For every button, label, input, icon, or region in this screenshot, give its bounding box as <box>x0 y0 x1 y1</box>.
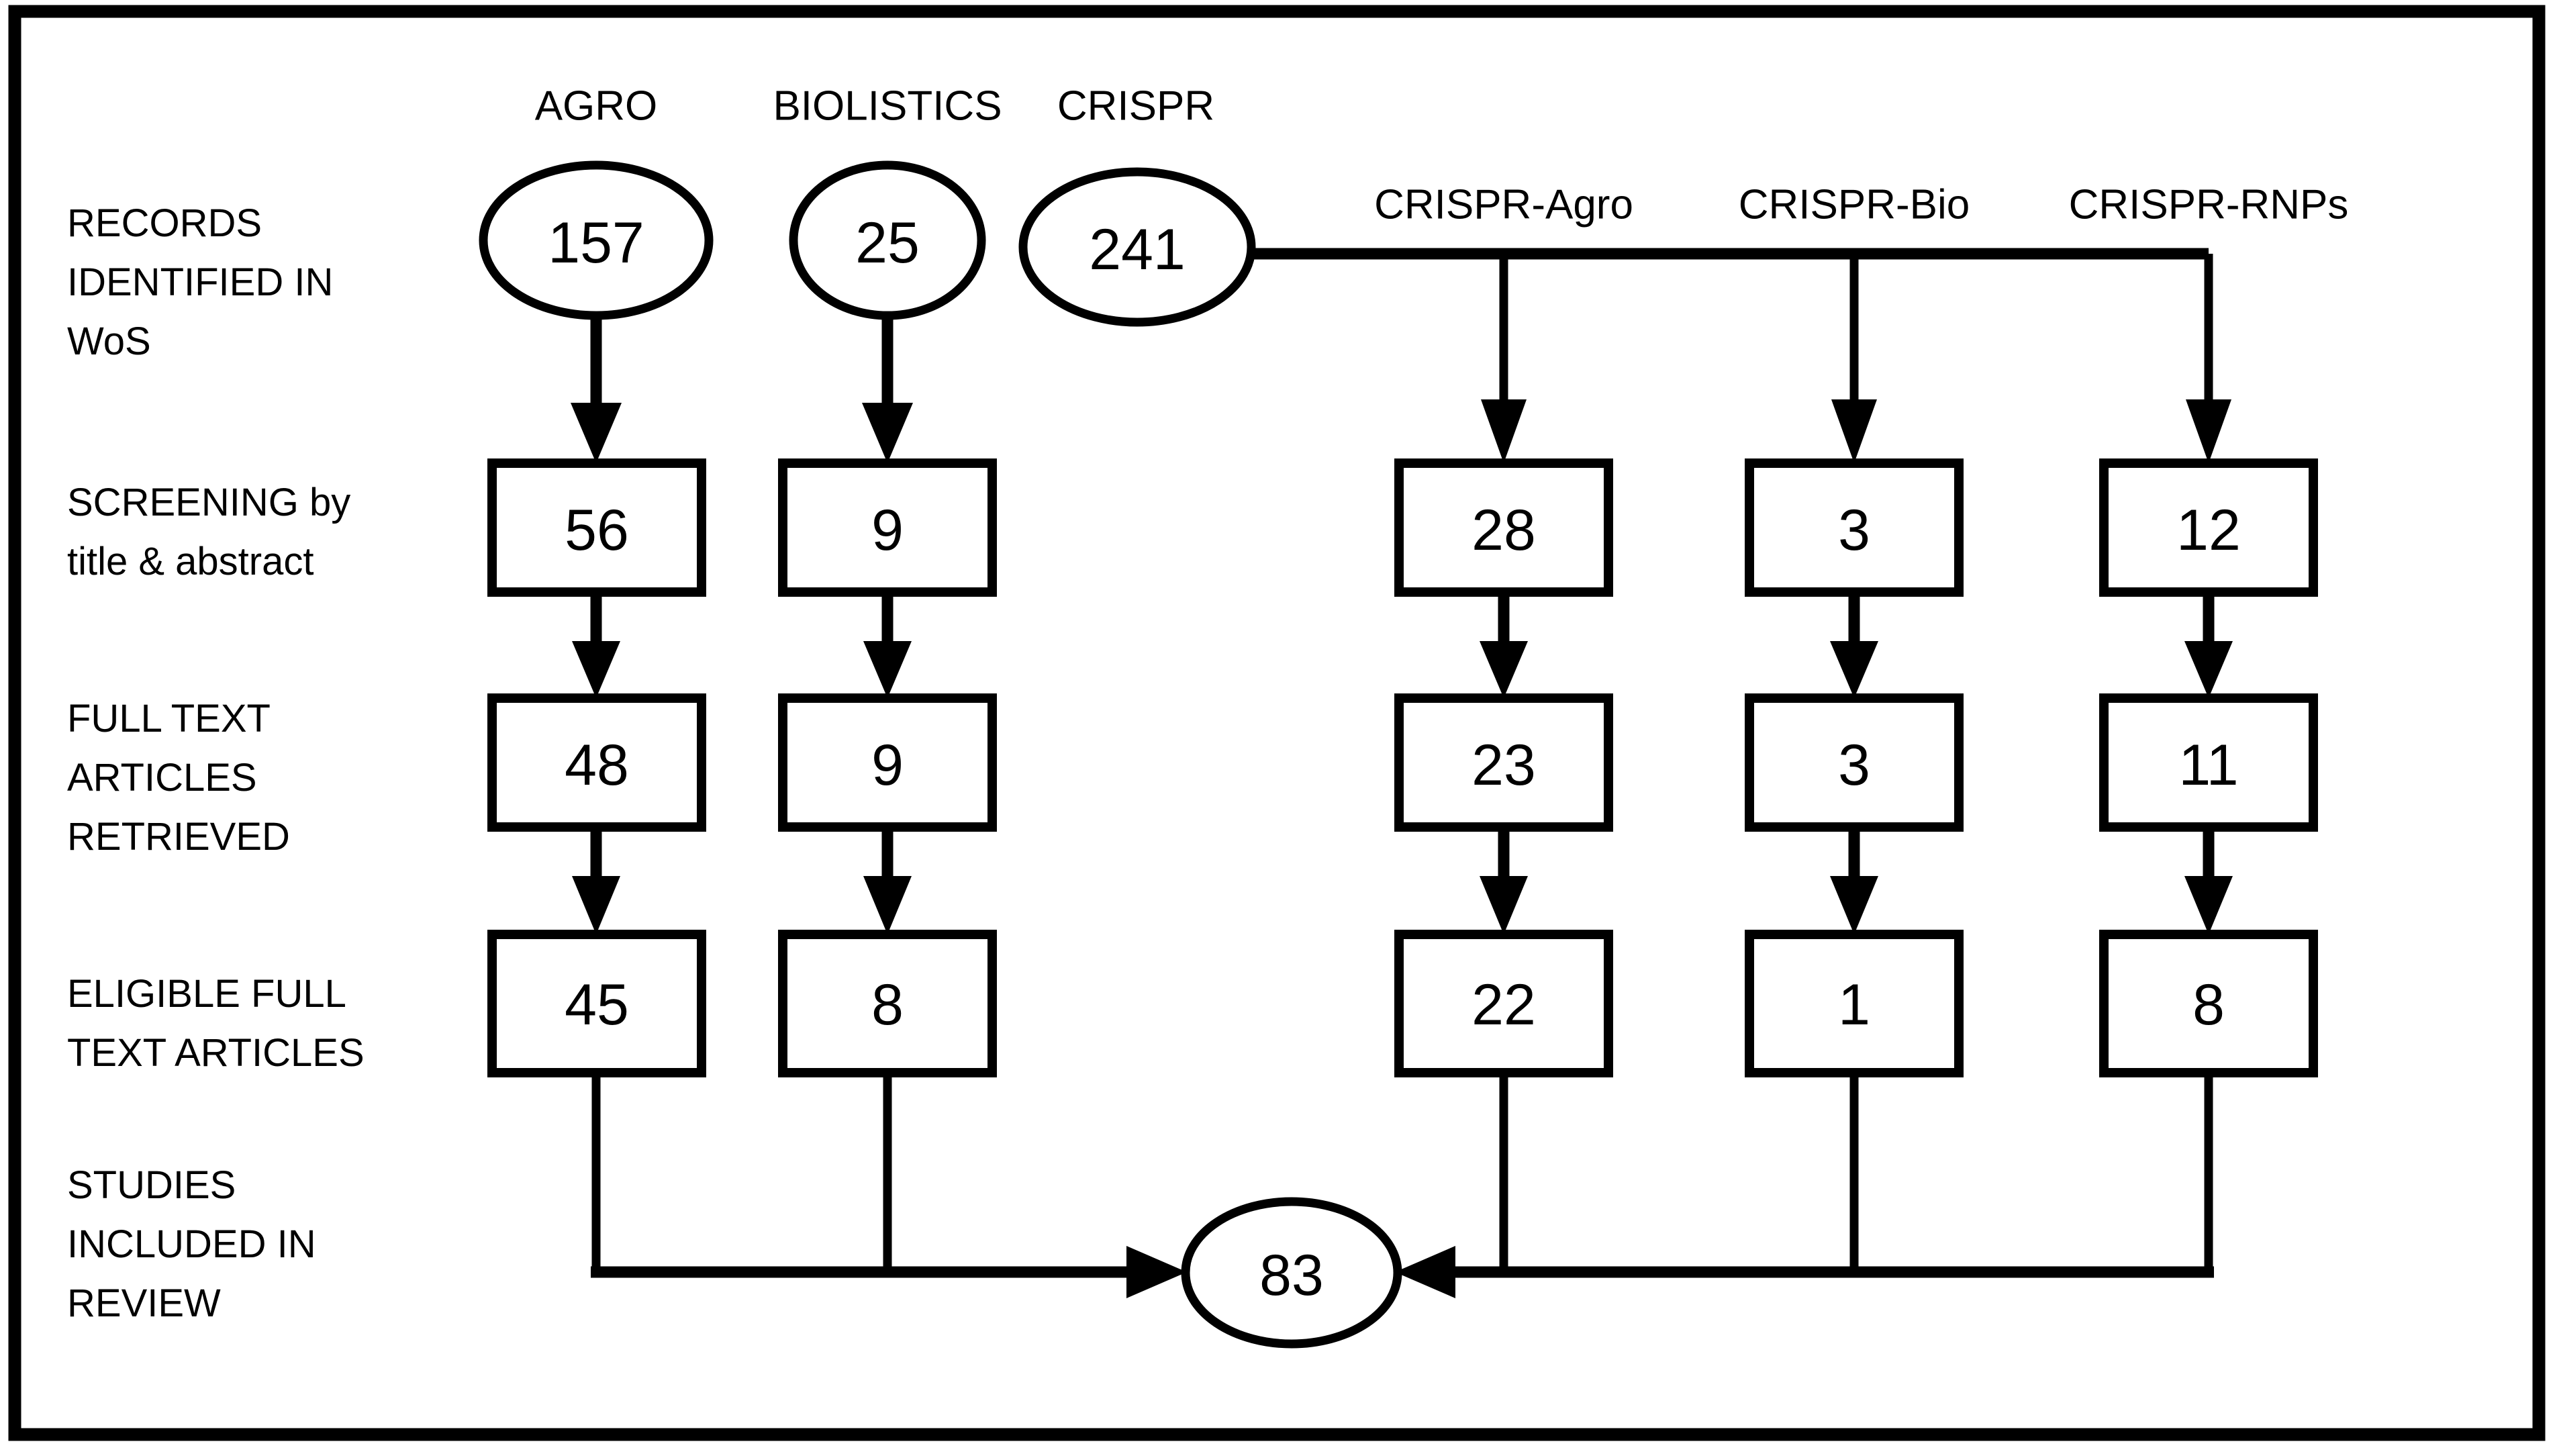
row-label-line: TEXT ARTICLES <box>67 1031 365 1075</box>
row-label-screening: SCREENING by title & abstract <box>67 481 350 583</box>
node-eligible-agro[interactable]: 45 <box>487 930 706 1077</box>
node-eligible-biolistics[interactable]: 8 <box>778 930 997 1077</box>
connector-biolistics-identified-to-screening <box>862 312 913 463</box>
row-label-line: RETRIEVED <box>67 815 290 859</box>
row-label-records: RECORDS IDENTIFIED IN WoS <box>67 201 333 363</box>
node-eligible-crispr-agro[interactable]: 22 <box>1394 930 1613 1077</box>
row-label-line: REVIEW <box>67 1281 221 1325</box>
connector-crispr-branch-bus <box>1250 248 2231 463</box>
node-value: 3 <box>1838 733 1870 797</box>
node-value: 8 <box>871 973 904 1037</box>
row-label-line: INCLUDED IN <box>67 1222 316 1266</box>
row-label-line: FULL TEXT <box>67 697 271 740</box>
row-label-line: STUDIES <box>67 1163 236 1207</box>
node-value: 22 <box>1472 973 1536 1037</box>
row-label-line: ELIGIBLE FULL <box>67 972 346 1016</box>
node-screening-crispr-agro[interactable]: 28 <box>1394 458 1613 597</box>
column-header-crispr-bio: CRISPR-Bio <box>1739 182 1970 228</box>
connector-left-merge-to-included <box>591 1073 1187 1298</box>
row-label-line: title & abstract <box>67 540 313 583</box>
node-fulltext-agro[interactable]: 48 <box>487 693 706 832</box>
node-value: 48 <box>565 733 629 797</box>
node-value: 1 <box>1838 973 1870 1037</box>
row-label-included: STUDIES INCLUDED IN REVIEW <box>67 1163 316 1325</box>
node-value: 25 <box>855 211 920 275</box>
connector-screening-to-fulltext <box>572 592 2233 698</box>
node-value: 9 <box>871 498 904 563</box>
row-label-eligible: ELIGIBLE FULL TEXT ARTICLES <box>67 972 365 1075</box>
node-identified-crispr[interactable]: 241 <box>1018 167 1256 327</box>
connector-agro-identified-to-screening <box>571 312 622 463</box>
connector-fulltext-to-eligible <box>572 827 2233 934</box>
node-screening-biolistics[interactable]: 9 <box>778 458 997 597</box>
node-value: 28 <box>1472 498 1536 563</box>
node-value: 45 <box>565 973 629 1037</box>
figure-border <box>8 5 2546 1441</box>
row-label-line: SCREENING by <box>67 481 350 524</box>
node-identified-biolistics[interactable]: 25 <box>789 160 986 320</box>
column-header-crispr: CRISPR <box>1057 83 1214 130</box>
node-fulltext-crispr-bio[interactable]: 3 <box>1745 693 1964 832</box>
node-value: 56 <box>565 498 629 563</box>
node-value: 8 <box>2192 973 2225 1037</box>
row-label-fulltext: FULL TEXT ARTICLES RETRIEVED <box>67 697 290 859</box>
node-value: 9 <box>871 733 904 797</box>
node-value: 157 <box>548 211 644 275</box>
node-value: 3 <box>1838 498 1870 563</box>
node-value: 23 <box>1472 733 1536 797</box>
row-label-line: ARTICLES <box>67 756 257 799</box>
node-included-total[interactable]: 83 <box>1181 1197 1402 1349</box>
node-fulltext-crispr-rnps[interactable]: 11 <box>2099 693 2318 832</box>
node-fulltext-biolistics[interactable]: 9 <box>778 693 997 832</box>
node-screening-crispr-rnps[interactable]: 12 <box>2099 458 2318 597</box>
column-header-agro: AGRO <box>535 83 658 130</box>
connector-right-merge-to-included <box>1395 1073 2214 1298</box>
row-label-line: WoS <box>67 320 151 363</box>
column-header-crispr-agro: CRISPR-Agro <box>1374 182 1633 228</box>
node-screening-crispr-bio[interactable]: 3 <box>1745 458 1964 597</box>
node-identified-agro[interactable]: 157 <box>479 160 714 320</box>
node-eligible-crispr-bio[interactable]: 1 <box>1745 930 1964 1077</box>
node-value: 11 <box>2178 733 2238 797</box>
column-header-crispr-rnps: CRISPR-RNPs <box>2069 182 2349 228</box>
node-screening-agro[interactable]: 56 <box>487 458 706 597</box>
node-eligible-crispr-rnps[interactable]: 8 <box>2099 930 2318 1077</box>
node-value: 83 <box>1259 1243 1324 1308</box>
node-value: 241 <box>1089 217 1186 282</box>
row-label-line: IDENTIFIED IN <box>67 260 333 304</box>
column-header-biolistics: BIOLISTICS <box>773 83 1002 130</box>
node-fulltext-crispr-agro[interactable]: 23 <box>1394 693 1613 832</box>
node-value: 12 <box>2176 498 2241 563</box>
row-label-line: RECORDS <box>67 201 262 245</box>
